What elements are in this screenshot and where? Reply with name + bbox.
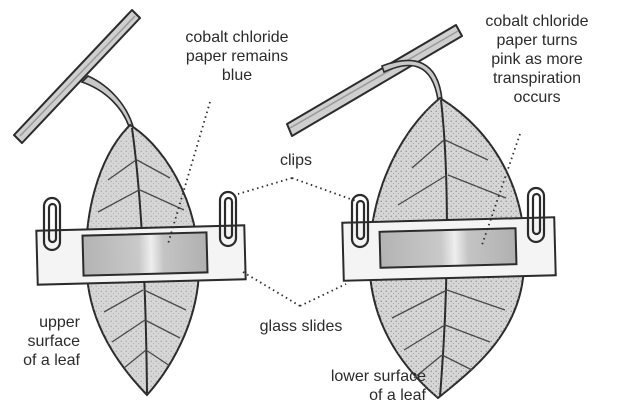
label-lower-surface: lower surface of a leaf bbox=[300, 367, 426, 405]
label-right-paper: cobalt chloride paper turns pink as more… bbox=[462, 12, 612, 107]
leader-clips-left bbox=[238, 178, 292, 194]
left-cobalt-paper bbox=[82, 232, 207, 275]
leader-glass-right bbox=[300, 284, 346, 306]
right-cobalt-paper bbox=[380, 228, 517, 268]
leader-glass-left bbox=[243, 272, 300, 306]
left-stem bbox=[82, 76, 134, 130]
label-left-paper: cobalt chloride paper remains blue bbox=[152, 28, 322, 85]
leader-clips-right bbox=[292, 178, 356, 201]
right-stem bbox=[382, 60, 442, 100]
label-upper-surface: upper surface of a leaf bbox=[10, 313, 80, 370]
label-glass-slides: glass slides bbox=[246, 317, 356, 336]
label-clips: clips bbox=[266, 151, 326, 170]
